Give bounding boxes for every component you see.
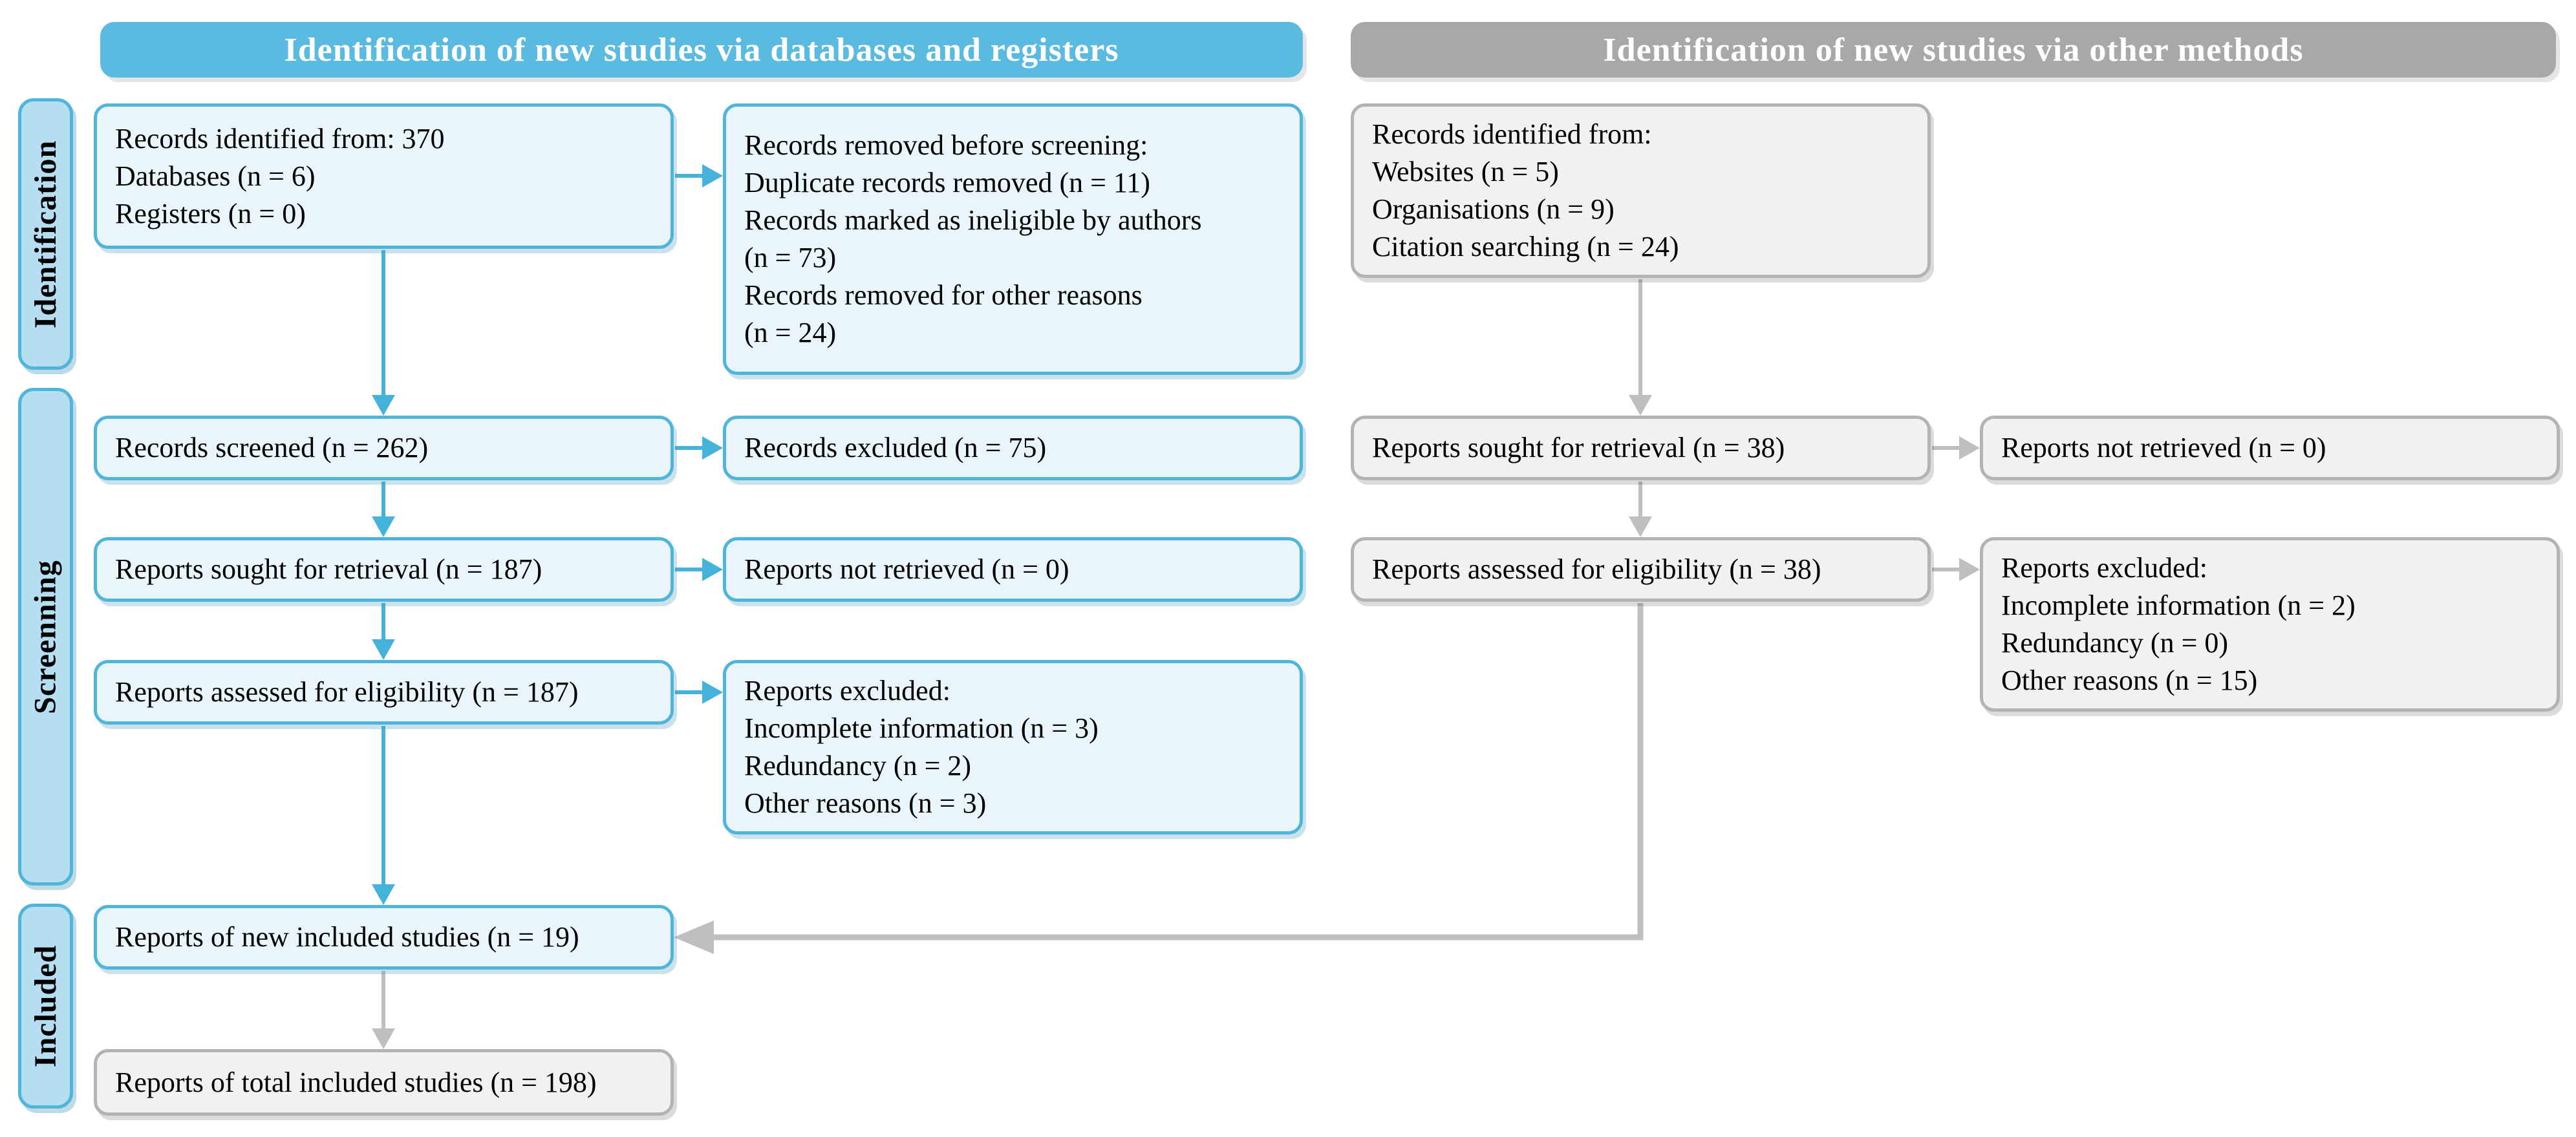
- arrow-othersought-to-assessed: [1629, 482, 1652, 537]
- box-reports-not-retrieved-databases: Reports not retrieved (n = 0): [723, 537, 1303, 602]
- box-text-line: Redundancy (n = 0): [2001, 627, 2229, 659]
- box-records-excluded: Records excluded (n = 75): [723, 416, 1303, 480]
- arrow-identified-to-screened: [372, 250, 395, 416]
- box-text-line: Records identified from: 370: [115, 122, 445, 154]
- stage-screening-label: Screenning: [28, 559, 63, 714]
- box-text-line: Records removed for other reasons: [744, 279, 1143, 311]
- box-reports-sought-databases: Reports sought for retrieval (n = 187): [94, 537, 674, 602]
- box-text-line: (n = 24): [744, 317, 837, 348]
- header-databases-registers: Identification of new studies via databa…: [100, 22, 1303, 78]
- box-text-line: Reports not retrieved (n = 0): [744, 553, 1069, 585]
- box-text-line: Reports assessed for eligibility (n = 38…: [1372, 553, 1821, 585]
- box-text-line: (n = 73): [744, 242, 837, 273]
- box-text-line: Duplicate records removed (n = 11): [744, 167, 1150, 198]
- box-new-included-studies: Reports of new included studies (n = 19): [94, 905, 674, 970]
- box-text-line: Records removed before screening:: [744, 129, 1148, 161]
- stage-screening: Screenning: [18, 388, 73, 886]
- box-text-line: Citation searching (n = 24): [1372, 231, 1679, 262]
- box-records-identified-other-methods: Records identified from: Websites (n = 5)…: [1351, 103, 1931, 278]
- box-records-removed-before-screening: Records removed before screening: Duplica…: [723, 103, 1303, 375]
- stage-identification: Identification: [18, 98, 73, 370]
- box-text-line: Reports excluded:: [744, 675, 950, 707]
- box-text-line: Reports of new included studies (n = 19): [115, 921, 579, 953]
- arrow-otherassessed-to-excluded: [1932, 558, 1980, 581]
- box-text-line: Reports sought for retrieval (n = 38): [1372, 432, 1785, 463]
- box-text-line: Records marked as ineligible by authors: [744, 204, 1202, 236]
- arrow-screened-to-sought: [372, 482, 395, 537]
- arrow-screened-to-excluded: [675, 436, 723, 460]
- box-text-line: Records identified from:: [1372, 118, 1652, 150]
- arrow-sought-to-notretrieved: [675, 558, 723, 581]
- stage-included-label: Included: [28, 944, 63, 1068]
- box-text-line: Registers (n = 0): [115, 197, 306, 229]
- box-text-line: Reports sought for retrieval (n = 187): [115, 553, 542, 585]
- arrow-otherassessed-to-newincluded-elbow: [674, 603, 1644, 954]
- box-text-line: Incomplete information (n = 3): [744, 712, 1099, 744]
- box-text-line: Reports assessed for eligibility (n = 18…: [115, 676, 579, 708]
- box-text-line: Records screened (n = 262): [115, 432, 429, 463]
- box-text-line: Incomplete information (n = 2): [2001, 590, 2356, 621]
- box-text-line: Reports of total included studies (n = 1…: [115, 1066, 597, 1098]
- box-total-included-studies: Reports of total included studies (n = 1…: [94, 1049, 674, 1116]
- box-text-line: Other reasons (n = 3): [744, 787, 987, 819]
- box-reports-not-retrieved-other: Reports not retrieved (n = 0): [1980, 416, 2560, 480]
- box-reports-assessed-other: Reports assessed for eligibility (n = 38…: [1351, 537, 1931, 602]
- arrow-othersought-to-notretrieved: [1932, 436, 1980, 460]
- box-text-line: Databases (n = 6): [115, 160, 316, 192]
- box-text-line: Records excluded (n = 75): [744, 432, 1047, 463]
- box-reports-excluded-other: Reports excluded: Incomplete information …: [1980, 537, 2560, 712]
- header-other-methods: Identification of new studies via other …: [1351, 22, 2556, 78]
- arrow-newincluded-to-totalincluded: [372, 971, 395, 1049]
- box-text-line: Websites (n = 5): [1372, 156, 1559, 187]
- box-reports-excluded-databases: Reports excluded: Incomplete information …: [723, 660, 1303, 834]
- arrow-sought-to-assessed: [372, 603, 395, 660]
- arrow-otherids-to-sought: [1629, 279, 1652, 416]
- box-text-line: Reports excluded:: [2001, 552, 2207, 584]
- stage-included: Included: [18, 904, 73, 1109]
- box-records-screened: Records screened (n = 262): [94, 416, 674, 480]
- box-text-line: Reports not retrieved (n = 0): [2001, 432, 2326, 463]
- box-reports-sought-other: Reports sought for retrieval (n = 38): [1351, 416, 1931, 480]
- box-reports-assessed-databases: Reports assessed for eligibility (n = 18…: [94, 660, 674, 725]
- arrow-identified-to-removed: [675, 164, 723, 187]
- box-text-line: Organisations (n = 9): [1372, 193, 1615, 225]
- arrow-assessed-to-excluded: [675, 681, 723, 704]
- box-text-line: Other reasons (n = 15): [2001, 664, 2258, 696]
- stage-identification-label: Identification: [28, 140, 63, 328]
- box-text-line: Redundancy (n = 2): [744, 750, 972, 781]
- arrow-assessed-to-included: [372, 726, 395, 905]
